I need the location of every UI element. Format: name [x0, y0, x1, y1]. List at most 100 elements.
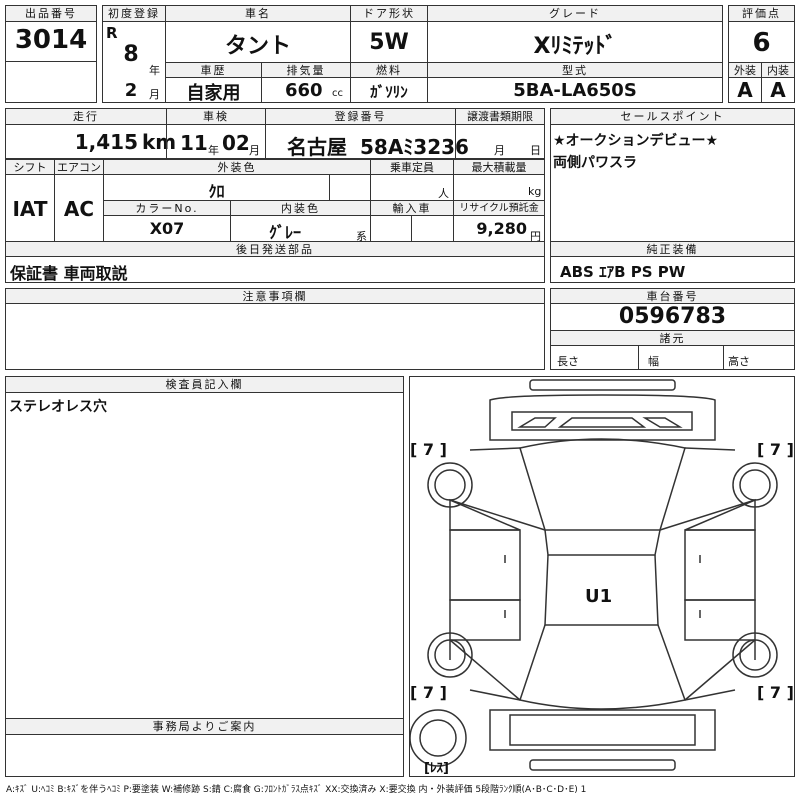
interior-grade: A — [770, 78, 786, 102]
notes-cell — [5, 303, 545, 370]
ac-header: エアコン — [54, 159, 104, 175]
history: 自家用 — [186, 83, 241, 104]
legend: A:ｷｽﾞ U:ﾍｺﾐ B:ｷｽﾞを伴うﾍｺﾐ P:要塗装 W:補修跡 S:錆 … — [6, 785, 587, 795]
office-cell — [5, 734, 404, 777]
ext-color-header: 外装色 — [103, 159, 371, 175]
interior-cell — [761, 77, 795, 103]
damage-mark-rear-right: [ 7 ] — [757, 683, 794, 702]
model-header: 型式 — [427, 62, 723, 78]
inspection-month-unit: 月 — [249, 144, 260, 157]
grade: Xﾘﾐﾃｯﾄﾞ — [533, 34, 617, 59]
inspector-cell — [5, 392, 404, 719]
equipment-value: ABS ｴｱB PS PW — [560, 263, 686, 281]
displacement-unit: cc — [332, 88, 343, 99]
spare-tire-mark: [ﾚｽ] — [424, 761, 449, 776]
history-header: 車歴 — [165, 62, 262, 78]
capacity-header: 乗車定員 — [370, 159, 454, 175]
import-header: 輸入車 — [370, 200, 454, 216]
load-header: 最大積載量 — [453, 159, 545, 175]
ext-color: ｸﾛ — [208, 182, 225, 201]
transfer-deadline-header: 譲渡書類期限 — [455, 108, 545, 125]
inspector-text: ステレオレス穴 — [9, 399, 107, 415]
sales-point-2: 両側パワスラ — [553, 155, 637, 171]
car-name-header: 車名 — [165, 5, 351, 22]
month-unit: 月 — [149, 88, 160, 101]
damage-mark-rear-left: [ 7 ] — [410, 683, 447, 702]
car-name: タント — [224, 34, 291, 59]
year-unit: 年 — [149, 64, 160, 77]
exterior-grade: A — [737, 78, 753, 102]
door-type: 5W — [369, 30, 409, 55]
shift: IAT — [12, 197, 48, 221]
transfer-month-unit: 月 — [494, 144, 505, 157]
registration-number: 58Aﾐ3236 — [360, 135, 469, 159]
damage-mark-front-right: [ 7 ] — [757, 440, 794, 459]
mileage: 1,415 — [74, 130, 138, 154]
shift-header: シフト — [5, 159, 55, 175]
parts-cell — [5, 256, 545, 283]
transfer-deadline-cell — [455, 124, 545, 159]
int-color: ｸﾞﾚｰ — [268, 223, 301, 242]
equipment-header: 純正装備 — [550, 241, 795, 257]
load-unit: kg — [528, 185, 542, 198]
sales-point-header: セールスポイント — [550, 108, 795, 125]
chassis-number: 0596783 — [618, 304, 727, 329]
office-header: 事務局よりご案内 — [5, 718, 404, 735]
displacement-header: 排気量 — [261, 62, 351, 78]
height-cell — [723, 345, 795, 370]
lot-number: 3014 — [14, 25, 88, 55]
equipment-cell — [550, 256, 795, 283]
inspector-header: 検査員記入欄 — [5, 376, 404, 393]
spec-header: 諸元 — [550, 330, 795, 346]
recycle-header: リサイクル預託金 — [453, 200, 545, 216]
length-label: 長さ — [557, 355, 579, 368]
width-label: 幅 — [648, 355, 659, 368]
displacement: 660 — [285, 80, 323, 101]
first-registration-header: 初度登録 — [102, 5, 166, 22]
grade-header: グレード — [427, 5, 723, 22]
door-header: ドア形状 — [350, 5, 428, 22]
fuel: ｶﾞｿﾘﾝ — [370, 83, 408, 101]
inspection-month: 02 — [222, 131, 250, 155]
capacity-unit: 人 — [438, 187, 449, 200]
score: 6 — [752, 28, 771, 58]
fuel-header: 燃料 — [350, 62, 428, 78]
height-label: 高さ — [728, 355, 750, 368]
int-color-header: 内装色 — [230, 200, 371, 216]
model: 5BA-LA650S — [513, 80, 637, 101]
exterior-header: 外装 — [728, 62, 762, 78]
chassis-header: 車台番号 — [550, 288, 795, 304]
mileage-header: 走行 — [5, 108, 167, 125]
damage-mark-front-left: [ 7 ] — [410, 440, 447, 459]
color-no: X07 — [149, 219, 185, 238]
notes-header: 注意事項欄 — [5, 288, 545, 304]
lot-number-blank — [5, 61, 97, 103]
first-reg-year: 8 — [123, 42, 139, 67]
recycle-fee: 9,280 — [476, 219, 527, 238]
inspection-header: 車検 — [166, 108, 266, 125]
int-color-unit: 系 — [356, 230, 367, 243]
parts-value: 保証書 車両取説 — [10, 264, 128, 283]
sales-point-1: ★オークションデビュー★ — [553, 133, 719, 149]
color-no-header: カラーNo. — [103, 200, 231, 216]
import-cell — [370, 215, 412, 242]
ac: AC — [63, 197, 95, 221]
recycle-unit: 円 — [530, 230, 541, 243]
score-header: 評価点 — [728, 5, 795, 22]
damage-mark-center: U1 — [585, 586, 613, 607]
mileage-unit: km — [142, 130, 177, 154]
registration-city: 名古屋 — [287, 135, 347, 159]
first-reg-month: 2 — [124, 80, 138, 101]
registration-header: 登録番号 — [265, 108, 456, 125]
era: R — [106, 24, 118, 42]
lot-number-header: 出品番号 — [5, 5, 97, 22]
inspection-year: 11 — [180, 131, 208, 155]
ext-color-extra-cell — [329, 174, 371, 201]
transfer-day-unit: 日 — [530, 144, 541, 157]
interior-header: 内装 — [761, 62, 795, 78]
model-cell — [427, 77, 723, 103]
inspection-year-unit: 年 — [208, 144, 219, 157]
parts-header: 後日発送部品 — [5, 241, 545, 257]
car-diagram-frame — [409, 376, 795, 777]
import-cell-2 — [411, 215, 454, 242]
